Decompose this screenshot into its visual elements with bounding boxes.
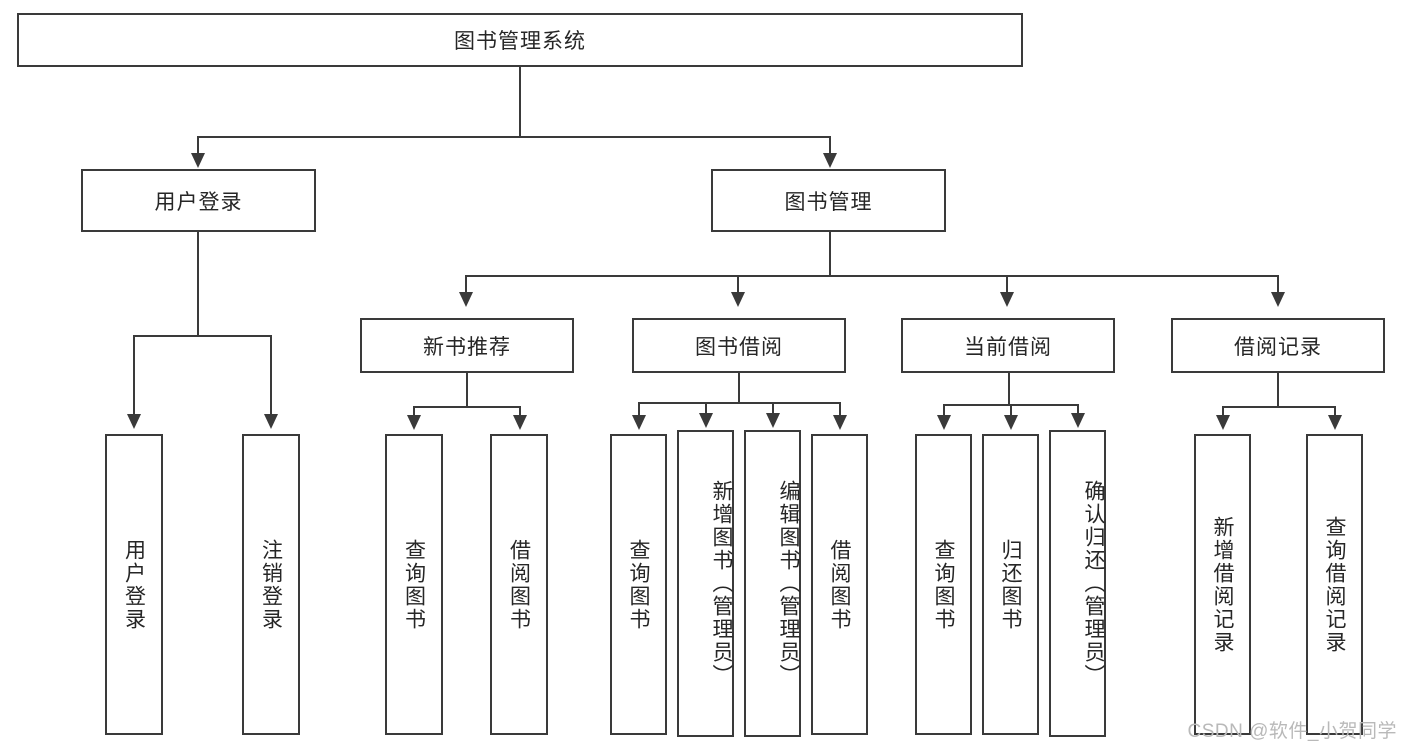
edge-book-mgmt-to-l2-0 — [465, 275, 467, 295]
node-label: 新增图书（管理员） — [710, 480, 733, 687]
edge-book-mgmt-stem — [829, 232, 831, 276]
leaf-new-book-query[interactable]: 查询图书 — [385, 434, 443, 735]
edge-book-borrow-stem — [738, 373, 740, 403]
arrow-root-to-user-login — [191, 153, 205, 168]
node-label: 查询图书 — [627, 538, 650, 631]
leaf-book-borrow-borrow[interactable]: 借阅图书 — [811, 434, 868, 735]
arrow-root-to-book-mgmt — [823, 153, 837, 168]
node-label: 借阅图书 — [507, 538, 531, 631]
leaf-current-borrow-return[interactable]: 归还图书 — [982, 434, 1039, 735]
arrow-new-book-to-leaf-0 — [407, 415, 421, 430]
node-label: 确认归还（管理员） — [1082, 480, 1105, 687]
edge-borrow-record-to-leaf-0 — [1222, 406, 1224, 418]
node-label: 归还图书 — [999, 538, 1022, 631]
node-label: 图书借阅 — [695, 335, 783, 359]
leaf-current-borrow-query[interactable]: 查询图书 — [915, 434, 972, 735]
edge-new-book-to-leaf-0 — [413, 406, 415, 418]
leaf-book-borrow-edit-admin[interactable]: 编辑图书（管理员） — [744, 430, 801, 737]
edge-root-to-user-login — [197, 136, 199, 156]
arrow-current-borrow-to-leaf-0 — [937, 415, 951, 430]
node-label: 借阅图书 — [828, 538, 851, 631]
edge-user-login-bus — [133, 335, 271, 337]
edge-new-book-bus — [413, 406, 520, 408]
leaf-new-book-borrow[interactable]: 借阅图书 — [490, 434, 548, 735]
node-label: 图书管理 — [784, 190, 873, 214]
edge-book-borrow-to-leaf-2 — [772, 402, 774, 418]
arrow-book-borrow-to-leaf-2 — [766, 413, 780, 428]
arrow-book-mgmt-to-l2-1 — [731, 292, 745, 307]
edge-root-stem — [519, 67, 521, 137]
node-label: 注销登录 — [259, 538, 283, 631]
arrow-new-book-to-leaf-1 — [513, 415, 527, 430]
arrow-book-borrow-to-leaf-1 — [699, 413, 713, 428]
node-label: 借阅记录 — [1234, 335, 1322, 359]
node-new-book-recommend[interactable]: 新书推荐 — [360, 318, 574, 373]
edge-root-bus — [197, 136, 831, 138]
node-book-borrow[interactable]: 图书借阅 — [632, 318, 846, 373]
edge-book-mgmt-to-l2-2 — [1006, 275, 1008, 295]
node-current-borrow[interactable]: 当前借阅 — [901, 318, 1115, 373]
arrow-user-login-to-leaf-1 — [264, 414, 278, 429]
arrow-current-borrow-to-leaf-2 — [1071, 413, 1085, 428]
node-label: 查询图书 — [932, 538, 955, 631]
edge-borrow-record-stem — [1277, 373, 1279, 407]
arrow-borrow-record-to-leaf-1 — [1328, 415, 1342, 430]
edge-book-mgmt-to-l2-3 — [1277, 275, 1279, 295]
node-label: 用户登录 — [154, 190, 243, 214]
node-user-login[interactable]: 用户登录 — [81, 169, 316, 232]
arrow-borrow-record-to-leaf-0 — [1216, 415, 1230, 430]
node-label: 当前借阅 — [964, 335, 1052, 359]
node-label: 图书管理系统 — [454, 30, 586, 53]
node-book-management[interactable]: 图书管理 — [711, 169, 946, 232]
arrow-book-mgmt-to-l2-2 — [1000, 292, 1014, 307]
edge-borrow-record-bus — [1222, 406, 1335, 408]
edge-current-borrow-to-leaf-1 — [1010, 404, 1012, 418]
edge-book-mgmt-bus — [465, 275, 1279, 277]
edge-book-borrow-bus — [638, 402, 840, 404]
edge-user-login-to-leaf-1 — [270, 335, 272, 417]
edge-borrow-record-to-leaf-1 — [1334, 406, 1336, 418]
node-root-system[interactable]: 图书管理系统 — [17, 13, 1023, 67]
leaf-book-borrow-add-admin[interactable]: 新增图书（管理员） — [677, 430, 734, 737]
leaf-borrow-record-add[interactable]: 新增借阅记录 — [1194, 434, 1251, 735]
edge-book-borrow-to-leaf-1 — [705, 402, 707, 418]
edge-book-mgmt-to-l2-1 — [737, 275, 739, 295]
arrow-current-borrow-to-leaf-1 — [1004, 415, 1018, 430]
arrow-user-login-to-leaf-0 — [127, 414, 141, 429]
edge-book-borrow-to-leaf-3 — [839, 402, 841, 418]
arrow-book-mgmt-to-l2-3 — [1271, 292, 1285, 307]
leaf-borrow-record-query[interactable]: 查询借阅记录 — [1306, 434, 1363, 735]
edge-new-book-stem — [466, 373, 468, 407]
edge-book-borrow-to-leaf-0 — [638, 402, 640, 418]
edge-root-to-book-mgmt — [829, 136, 831, 156]
node-label: 新增借阅记录 — [1211, 515, 1234, 654]
node-label: 查询图书 — [402, 538, 426, 631]
node-borrow-record[interactable]: 借阅记录 — [1171, 318, 1385, 373]
node-label: 查询借阅记录 — [1323, 515, 1346, 654]
edge-user-login-to-leaf-0 — [133, 335, 135, 417]
node-label: 编辑图书（管理员） — [777, 480, 800, 687]
arrow-book-borrow-to-leaf-3 — [833, 415, 847, 430]
node-label: 新书推荐 — [423, 335, 511, 359]
leaf-current-borrow-confirm-admin[interactable]: 确认归还（管理员） — [1049, 430, 1106, 737]
leaf-book-borrow-query[interactable]: 查询图书 — [610, 434, 667, 735]
leaf-user-login-logout[interactable]: 注销登录 — [242, 434, 300, 735]
edge-user-login-stem — [197, 232, 199, 336]
edge-new-book-to-leaf-1 — [519, 406, 521, 418]
edge-current-borrow-to-leaf-2 — [1077, 404, 1079, 418]
arrow-book-mgmt-to-l2-0 — [459, 292, 473, 307]
arrow-book-borrow-to-leaf-0 — [632, 415, 646, 430]
edge-current-borrow-to-leaf-0 — [943, 404, 945, 418]
leaf-user-login-login[interactable]: 用户登录 — [105, 434, 163, 735]
edge-current-borrow-stem — [1008, 373, 1010, 405]
node-label: 用户登录 — [122, 538, 146, 631]
